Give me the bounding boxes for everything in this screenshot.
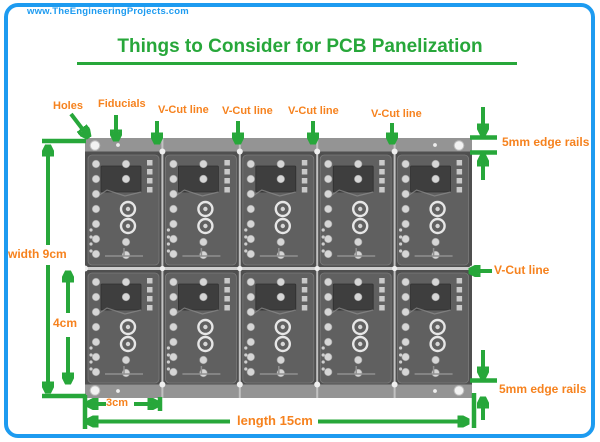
vcut-intersection-dots bbox=[85, 148, 472, 388]
pcb-unit bbox=[165, 155, 236, 265]
site-watermark: www.TheEngineeringProjects.com bbox=[27, 6, 189, 17]
vcut-right-label: V-Cut line bbox=[494, 263, 550, 277]
fiducial-dots bbox=[116, 143, 437, 393]
edge-rail-bottom-dimension bbox=[470, 350, 497, 420]
pcb-unit bbox=[88, 273, 159, 383]
vcut-label-4: V-Cut line bbox=[371, 108, 422, 120]
pcb-unit bbox=[320, 273, 391, 383]
edge-rails-top-label: 5mm edge rails bbox=[502, 135, 590, 149]
pcb-unit bbox=[88, 155, 159, 265]
fiducials-label: Fiducials bbox=[98, 98, 146, 110]
tooling-holes bbox=[89, 140, 465, 396]
top-edge-rail bbox=[85, 138, 472, 152]
vcut-label-2: V-Cut line bbox=[222, 105, 273, 117]
pcb-unit bbox=[243, 155, 314, 265]
title-underline bbox=[77, 62, 517, 65]
vcut-label-3: V-Cut line bbox=[288, 105, 339, 117]
rail-boundaries bbox=[85, 151, 472, 385]
pcb-unit bbox=[398, 155, 469, 265]
panel-length-label: length 15cm bbox=[237, 413, 313, 428]
pcb-unit bbox=[320, 155, 391, 265]
edge-rails-bottom-label: 5mm edge rails bbox=[499, 382, 587, 396]
holes-label: Holes bbox=[53, 100, 83, 112]
pcb-unit bbox=[398, 273, 469, 383]
page-title: Things to Consider for PCB Panelization bbox=[117, 36, 483, 57]
bottom-edge-rail bbox=[85, 384, 472, 398]
board-height-label: 4cm bbox=[53, 316, 78, 330]
pcb-unit bbox=[165, 273, 236, 383]
holes-arrow bbox=[69, 112, 87, 135]
width-dimension bbox=[42, 138, 86, 399]
pcb-unit bbox=[243, 273, 314, 383]
pcb-panel-image bbox=[85, 138, 472, 398]
vcut-label-1: V-Cut line bbox=[158, 104, 209, 116]
edge-rail-top-dimension bbox=[470, 107, 497, 180]
panel-width-label: width 9cm bbox=[8, 247, 67, 261]
board-width-label: 3cm bbox=[106, 397, 129, 409]
